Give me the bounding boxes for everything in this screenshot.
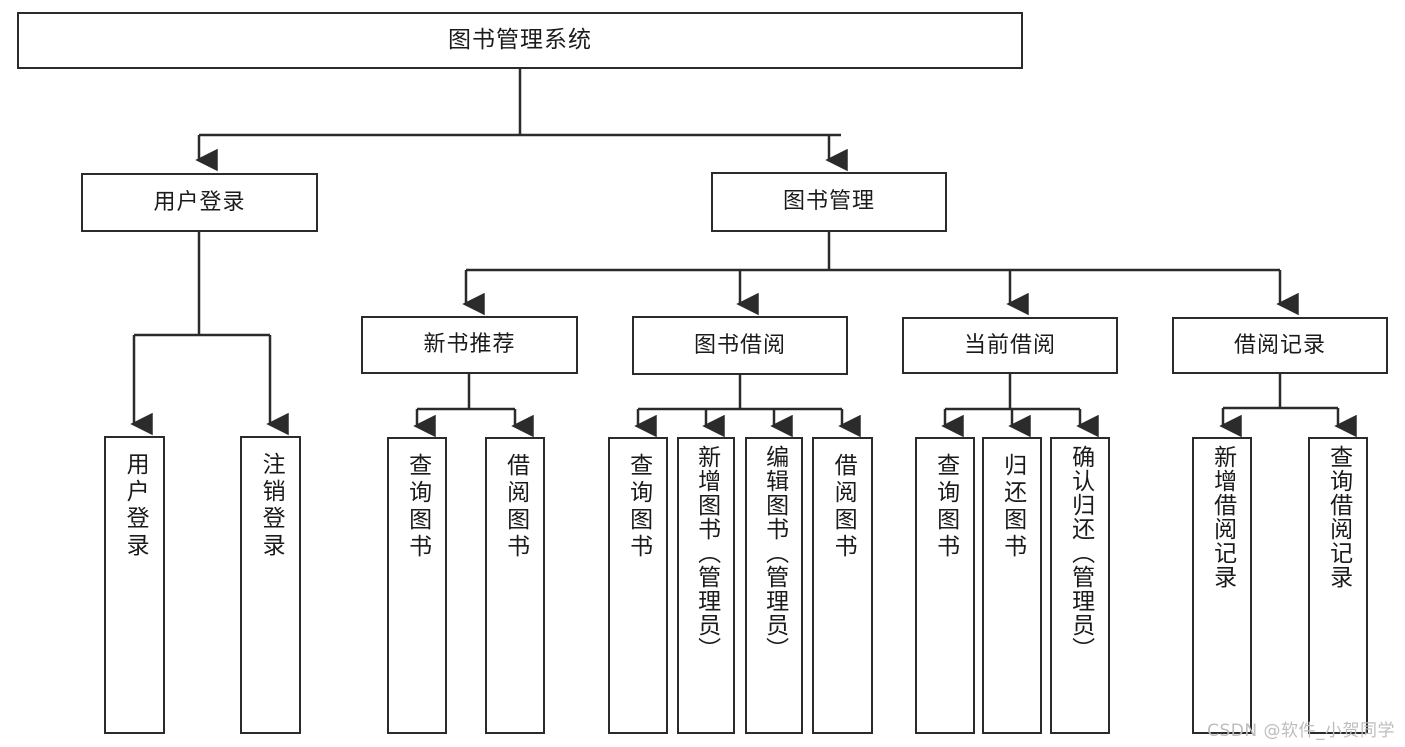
node-label: 借阅图书 — [830, 453, 857, 561]
node-book-borrowing[interactable]: 图书借阅 — [632, 316, 848, 375]
node-label: 用户登录 — [153, 189, 246, 215]
node-label: 图书借阅 — [693, 332, 786, 358]
leaf-borrow-book-recommend[interactable]: 借阅图书 — [485, 437, 545, 734]
leaf-edit-book-admin[interactable]: 编辑图书（管理员） — [745, 437, 803, 734]
watermark: CSDN @软件_小贺同学 — [1207, 721, 1395, 741]
node-label: 借阅记录 — [1233, 332, 1326, 358]
leaf-add-borrow-record[interactable]: 新增借阅记录 — [1192, 437, 1252, 734]
leaf-confirm-return-admin[interactable]: 确认归还（管理员） — [1050, 437, 1110, 734]
node-label: 注销登录 — [258, 452, 285, 560]
node-root-book-management-system[interactable]: 图书管理系统 — [17, 12, 1023, 69]
leaf-query-book-recommend[interactable]: 查询图书 — [387, 437, 447, 734]
node-label: 查询图书 — [404, 453, 431, 561]
node-user-login[interactable]: 用户登录 — [81, 173, 318, 232]
node-label: 查询图书 — [932, 453, 959, 561]
node-label: 图书管理 — [782, 189, 875, 214]
node-label: 新书推荐 — [423, 332, 516, 357]
node-label: 查询借阅记录 — [1325, 445, 1352, 589]
node-label: 图书管理系统 — [448, 27, 592, 53]
leaf-query-book-current[interactable]: 查询图书 — [915, 437, 975, 734]
node-label: 借阅图书 — [502, 453, 529, 561]
leaf-user-login[interactable]: 用户登录 — [104, 436, 165, 734]
leaf-query-borrow-record[interactable]: 查询借阅记录 — [1308, 437, 1368, 734]
leaf-add-book-admin[interactable]: 新增图书（管理员） — [677, 437, 735, 734]
node-label: 归还图书 — [999, 453, 1026, 561]
node-label: 新增图书（管理员） — [693, 445, 720, 661]
node-label: 编辑图书（管理员） — [761, 445, 788, 661]
leaf-return-book[interactable]: 归还图书 — [982, 437, 1042, 734]
node-book-management[interactable]: 图书管理 — [711, 172, 947, 232]
node-borrowing-record[interactable]: 借阅记录 — [1172, 317, 1388, 374]
node-current-borrowing[interactable]: 当前借阅 — [902, 317, 1118, 374]
node-new-book-recommendation[interactable]: 新书推荐 — [361, 316, 578, 374]
node-label: 新增借阅记录 — [1209, 445, 1236, 589]
leaf-logout[interactable]: 注销登录 — [240, 436, 301, 734]
node-label: 当前借阅 — [963, 332, 1056, 358]
leaf-query-book-borrow[interactable]: 查询图书 — [608, 437, 668, 734]
node-label: 查询图书 — [625, 453, 652, 561]
node-label: 确认归还（管理员） — [1067, 445, 1094, 661]
leaf-borrow-book[interactable]: 借阅图书 — [812, 437, 873, 734]
node-label: 用户登录 — [122, 452, 149, 560]
